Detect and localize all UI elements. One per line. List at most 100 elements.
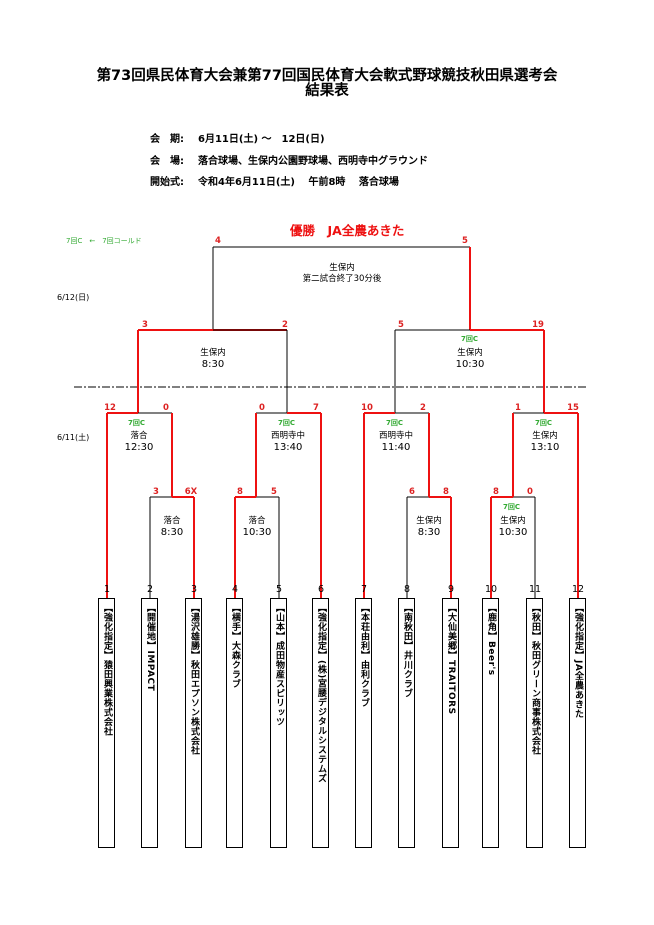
- q1-venue-name: 落合: [130, 431, 148, 441]
- semi1-time: 8:30: [201, 359, 225, 370]
- r1-m4-right-score: 0: [527, 487, 533, 497]
- team-box: 【大仙美郷】TRAITORS: [442, 598, 459, 848]
- team-box: 【鹿角】Beer's: [482, 598, 499, 848]
- semi2-right-score: 19: [532, 320, 544, 330]
- team-box: 【開催地】IMPACT: [141, 598, 158, 848]
- page-subtitle: 結果表: [305, 83, 349, 99]
- team-number: 9: [447, 584, 455, 595]
- q4-note: 7回C: [535, 419, 553, 427]
- semi2-left-score: 5: [398, 320, 404, 330]
- team-box: 【湯沢雄勝】秋田エプソン株式会社: [185, 598, 202, 848]
- r1-m4-venue: 生保内 10:30: [478, 516, 548, 538]
- q4-left-score: 1: [515, 403, 521, 413]
- q4-venue-name: 生保内: [532, 431, 558, 441]
- q3-time: 11:40: [381, 442, 411, 453]
- final-right-score: 5: [462, 236, 468, 246]
- q2-right-score: 7: [313, 403, 319, 413]
- r1-m3-time: 8:30: [417, 527, 441, 538]
- semi2-venue-name: 生保内: [457, 348, 483, 358]
- team-number: 2: [146, 584, 154, 595]
- q4-right-score: 15: [567, 403, 579, 413]
- team-box: 【南秋田】井川クラブ: [398, 598, 415, 848]
- r1-m1-left-score: 3: [153, 487, 159, 497]
- team-name: 【南秋田】井川クラブ: [402, 603, 412, 698]
- q4-time: 13:10: [530, 442, 560, 453]
- team-box: 【本荘由利】由利クラブ: [355, 598, 372, 848]
- r1-m2-venue-name: 落合: [248, 516, 266, 526]
- date-day2: 6/12(日): [57, 293, 90, 302]
- team-box: 【山本】成田物産スピリッツ: [270, 598, 287, 848]
- venue-label: 会 場:: [150, 156, 184, 167]
- r1-m3-left-score: 6: [409, 487, 415, 497]
- team-number: 3: [190, 584, 198, 595]
- team-name: 【秋田】秋田グリーン商事株式会社: [530, 603, 540, 755]
- final-venue: 生保内 第二試合終了30分後: [292, 263, 392, 285]
- r1-m4-time: 10:30: [498, 527, 528, 538]
- team-number: 12: [571, 584, 585, 595]
- q3-left-score: 10: [361, 403, 373, 413]
- q1-left-score: 12: [104, 403, 116, 413]
- r1-m3-venue-name: 生保内: [416, 516, 442, 526]
- final-left-score: 4: [215, 236, 221, 246]
- q1-note: 7回C: [128, 419, 146, 427]
- team-box: 【強化指定】猿田興業株式会社: [98, 598, 115, 848]
- team-box: 【横手】大森クラブ: [226, 598, 243, 848]
- q4-venue: 生保内 13:10: [510, 431, 580, 453]
- team-name: 【強化指定】猿田興業株式会社: [102, 603, 112, 736]
- r1-m3-venue: 生保内 8:30: [394, 516, 464, 538]
- q1-right-score: 0: [163, 403, 169, 413]
- final-time: 第二試合終了30分後: [302, 274, 382, 284]
- date-day1: 6/11(土): [57, 433, 90, 442]
- q3-note: 7回C: [386, 419, 404, 427]
- team-number: 4: [231, 584, 239, 595]
- semi1-left-score: 3: [142, 320, 148, 330]
- team-name: 【湯沢雄勝】秋田エプソン株式会社: [189, 603, 199, 755]
- r1-m1-venue: 落合 8:30: [137, 516, 207, 538]
- semi1-venue-name: 生保内: [200, 348, 226, 358]
- r1-m2-venue: 落合 10:30: [222, 516, 292, 538]
- q2-time: 13:40: [273, 442, 303, 453]
- team-name: 【開催地】IMPACT: [145, 603, 155, 692]
- semi1-venue: 生保内 8:30: [178, 348, 248, 370]
- q2-venue: 西明寺中 13:40: [253, 431, 323, 453]
- q1-time: 12:30: [124, 442, 154, 453]
- r1-m1-right-score: 6X: [184, 487, 198, 497]
- r1-m1-venue-name: 落合: [163, 516, 181, 526]
- team-box: 【秋田】秋田グリーン商事株式会社: [526, 598, 543, 848]
- opening-label: 開始式:: [150, 177, 184, 188]
- venue-value: 落合球場、生保内公園野球場、西明寺中グラウンド: [198, 156, 428, 167]
- team-number: 7: [360, 584, 368, 595]
- semi2-venue: 生保内 10:30: [435, 348, 505, 370]
- r1-m3-right-score: 8: [443, 487, 449, 497]
- r1-m2-right-score: 5: [271, 487, 277, 497]
- r1-m1-time: 8:30: [160, 527, 184, 538]
- r1-m2-time: 10:30: [242, 527, 272, 538]
- period-label: 会 期:: [150, 134, 184, 145]
- team-box: 【強化指定】(株)宮腰デジタルシステムズ: [312, 598, 329, 848]
- q3-right-score: 2: [420, 403, 426, 413]
- team-name: 【山本】成田物産スピリッツ: [274, 603, 284, 727]
- team-name: 【鹿角】Beer's: [486, 603, 496, 676]
- team-number: 6: [317, 584, 325, 595]
- semi2-note: 7回C: [461, 335, 479, 343]
- team-name: 【大仙美郷】TRAITORS: [446, 603, 456, 715]
- q2-left-score: 0: [259, 403, 265, 413]
- semi1-right-score: 2: [282, 320, 288, 330]
- q1-venue: 落合 12:30: [104, 431, 174, 453]
- team-name: 【強化指定】JA全農あきた: [573, 603, 583, 719]
- r1-m2-left-score: 8: [237, 487, 243, 497]
- final-venue-name: 生保内: [329, 263, 355, 273]
- team-name: 【横手】大森クラブ: [230, 603, 240, 689]
- team-number: 1: [103, 584, 111, 595]
- page-title: 第73回県民体育大会兼第77回国民体育大会軟式野球競技秋田県選考会: [96, 68, 558, 84]
- team-number: 8: [403, 584, 411, 595]
- team-name: 【本荘由利】由利クラブ: [359, 603, 369, 708]
- r1-m4-note: 7回C: [503, 503, 521, 511]
- legend-note: 7回C ← 7回コールド: [66, 237, 142, 245]
- team-number: 10: [484, 584, 498, 595]
- team-number: 11: [528, 584, 542, 595]
- r1-m4-venue-name: 生保内: [500, 516, 526, 526]
- r1-m4-left-score: 8: [493, 487, 499, 497]
- q2-note: 7回C: [278, 419, 296, 427]
